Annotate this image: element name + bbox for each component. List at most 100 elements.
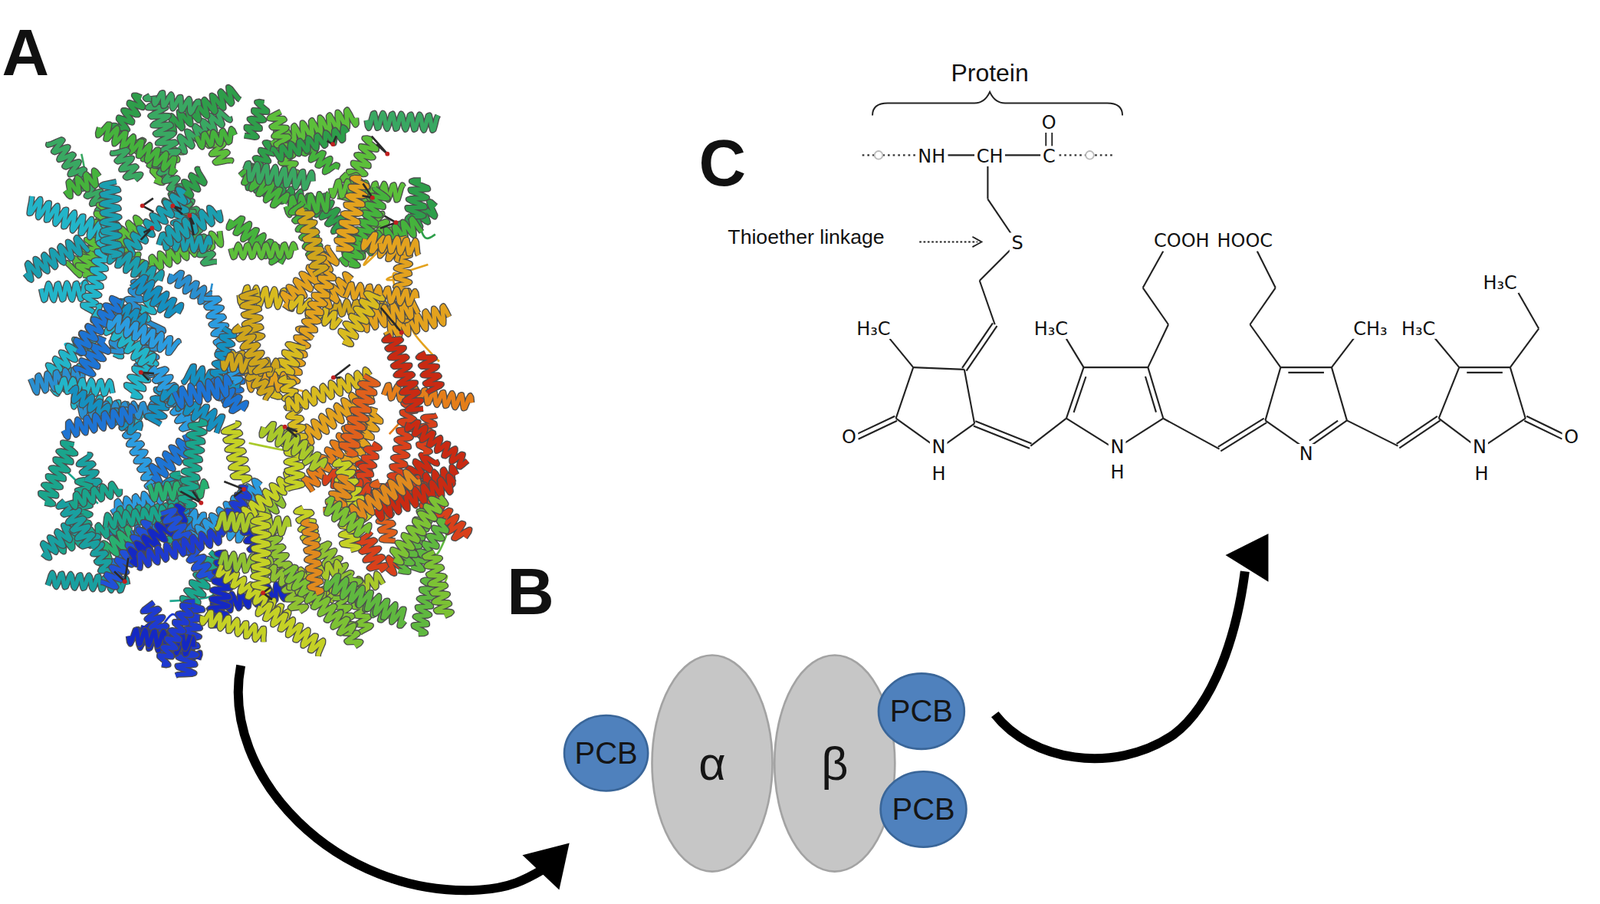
ligand-bond [180,491,201,503]
chain-end [1085,151,1095,160]
protein-helix [63,406,135,437]
ligand-stick [260,587,273,600]
helix-ribbon [29,196,109,240]
ligand-bond [380,216,397,229]
protein-helix [284,567,355,634]
helix-ribbon [164,207,221,244]
protein-helix [261,423,311,458]
protein-helix [272,127,348,160]
ligand-stick [140,198,155,213]
bond-line [1147,324,1169,368]
helix-edge [137,528,224,569]
ligand-atom [198,500,204,506]
ligand-bond [361,183,372,198]
bond-line [896,367,914,419]
protein-brace [872,91,1123,116]
helix-ribbon [366,113,438,131]
helix-ribbon [380,237,419,256]
ligand-stick [282,424,298,437]
protein-helix [336,177,368,250]
node-text: α [650,653,774,873]
helix-edge [272,127,348,160]
helix-ribbon [350,471,419,523]
helix-ribbon [340,293,383,345]
protein-helix [301,268,334,339]
protein-helix [40,442,76,504]
ligand-atom [330,141,336,147]
atom-label: N [1297,443,1315,465]
helix-ribbon [392,496,447,562]
atom-label: O [839,426,858,447]
helix-ribbon [326,498,370,535]
helix-ribbon [137,528,224,569]
bond-line [1074,376,1087,413]
helix-edge [384,335,424,411]
protein-helix [223,423,250,482]
bond-line [1510,367,1526,419]
helix-ribbon [418,352,442,393]
bond-line [1287,371,1325,374]
helix-edge [261,423,311,458]
helix-edge [230,243,296,257]
atom-label: CH [974,145,1006,167]
chromophore-circle: PCB [879,770,967,848]
protein-helix [234,325,271,373]
protein-helix [154,92,199,113]
ligand-stick [180,491,204,506]
ligand-atom [399,330,405,336]
helix-edge [284,567,355,634]
bond-line [1309,420,1338,441]
bond-line [964,369,975,424]
protein-helix [325,575,405,626]
helix-ribbon [131,276,181,316]
node-text: PCB [563,714,650,792]
bond-line [1331,336,1356,368]
protein-helix [326,498,370,535]
ligand-atom [187,213,192,218]
backbone-bond [947,154,978,156]
ligand-atom [122,579,128,585]
helix-edge [298,208,327,275]
helix-ribbon [63,406,135,437]
helix-ribbon [301,268,334,339]
carbonyl-bond [1051,130,1053,147]
helix-ribbon [407,421,468,467]
bond-line [1143,250,1164,288]
helix-ribbon [40,442,76,504]
protein-helix [413,579,436,634]
protein-helix [196,128,235,147]
ligand-atom [384,151,390,157]
helix-ribbon [384,335,424,411]
helix-ribbon [245,163,313,189]
helix-ribbon [341,375,378,455]
ligand-bond [333,364,351,378]
protein-helix [230,243,296,257]
helix-edge [407,180,428,217]
chain-dots [862,154,918,156]
helix-ribbon [284,567,355,634]
group-label: HOOC [1215,230,1275,252]
protein-helix [341,375,378,455]
protein-helix [252,513,269,592]
protein-helix [407,180,428,217]
helix-ribbon [230,243,296,257]
helix-ribbon [25,237,89,280]
bond-line [1518,292,1540,329]
helix-ribbon [261,423,311,458]
helix-edge [40,442,76,504]
helix-edge [202,611,265,642]
ligand-atom [170,203,175,209]
ligand-bond [189,215,194,236]
helix-edge [303,520,322,594]
protein-helix [350,471,419,523]
bond-line [1280,366,1332,368]
group-label: H₃C [854,318,893,339]
protein-helix [392,496,447,562]
helix-ribbon [272,127,348,160]
bond-line [1249,287,1275,325]
arrow-head [522,842,569,890]
protein-helix [159,604,192,665]
helix-edge [71,483,120,507]
helix-edge [326,498,370,535]
protein-helix [384,335,424,411]
